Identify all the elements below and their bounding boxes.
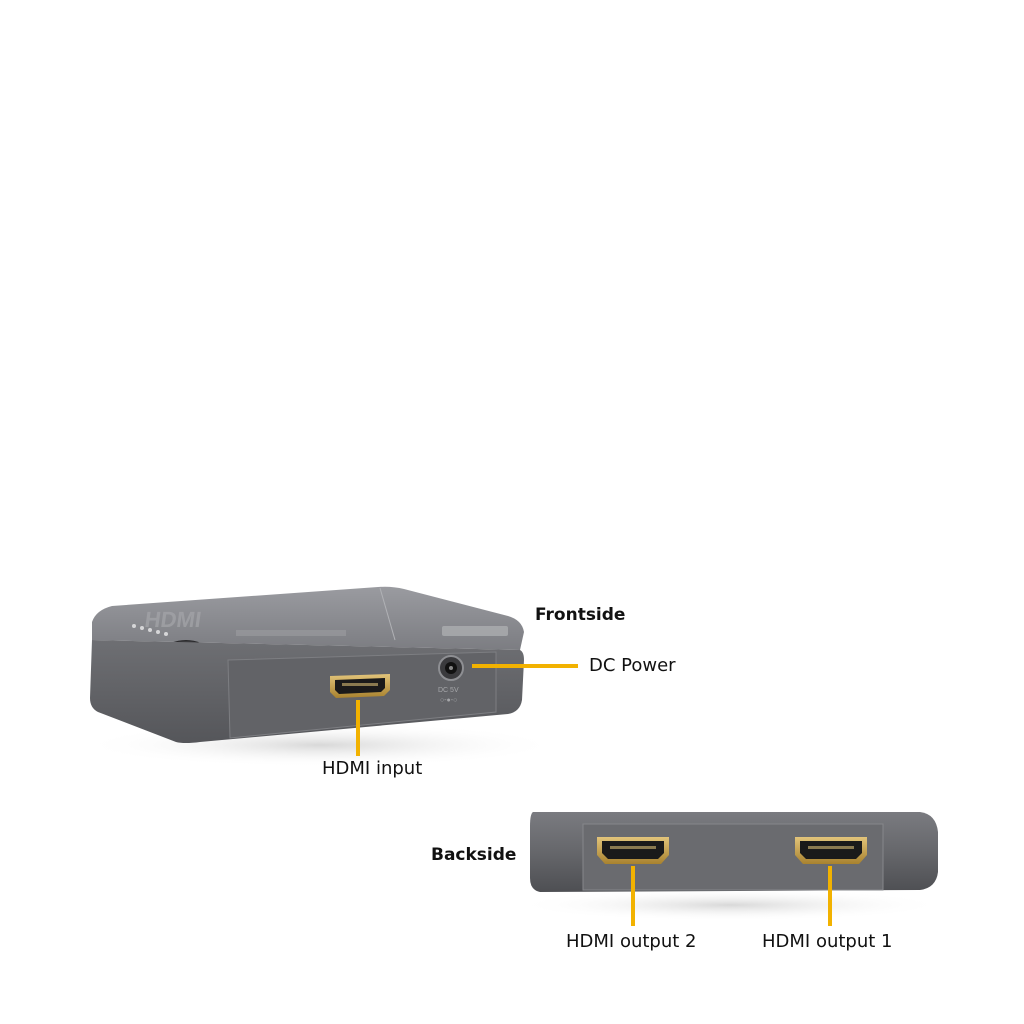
label-hdmi-output-2: HDMI output 2 bbox=[566, 931, 697, 952]
leader-hdmi-output-2 bbox=[631, 866, 635, 926]
status-leds bbox=[132, 624, 168, 636]
hdmi-input-port bbox=[330, 674, 390, 698]
hdmi-output-1-port bbox=[795, 837, 867, 864]
label-hdmi-output-1: HDMI output 1 bbox=[762, 931, 893, 952]
heading-backside: Backside bbox=[431, 845, 517, 865]
hdmi-output-2-port bbox=[597, 837, 669, 864]
label-dc-power: DC Power bbox=[589, 655, 676, 676]
leader-dc-power bbox=[472, 664, 578, 668]
front-device-top bbox=[92, 586, 524, 650]
svg-text:○-●-○: ○-●-○ bbox=[440, 697, 457, 704]
label-hdmi-input: HDMI input bbox=[322, 758, 423, 779]
leader-hdmi-output-1 bbox=[828, 866, 832, 926]
heading-frontside: Frontside bbox=[535, 605, 626, 625]
top-logo: HDMI bbox=[143, 607, 203, 632]
leader-hdmi-input bbox=[356, 700, 360, 756]
dc-power-jack: DC 5V ○-●-○ bbox=[438, 655, 464, 704]
svg-text:DC 5V: DC 5V bbox=[438, 687, 459, 694]
